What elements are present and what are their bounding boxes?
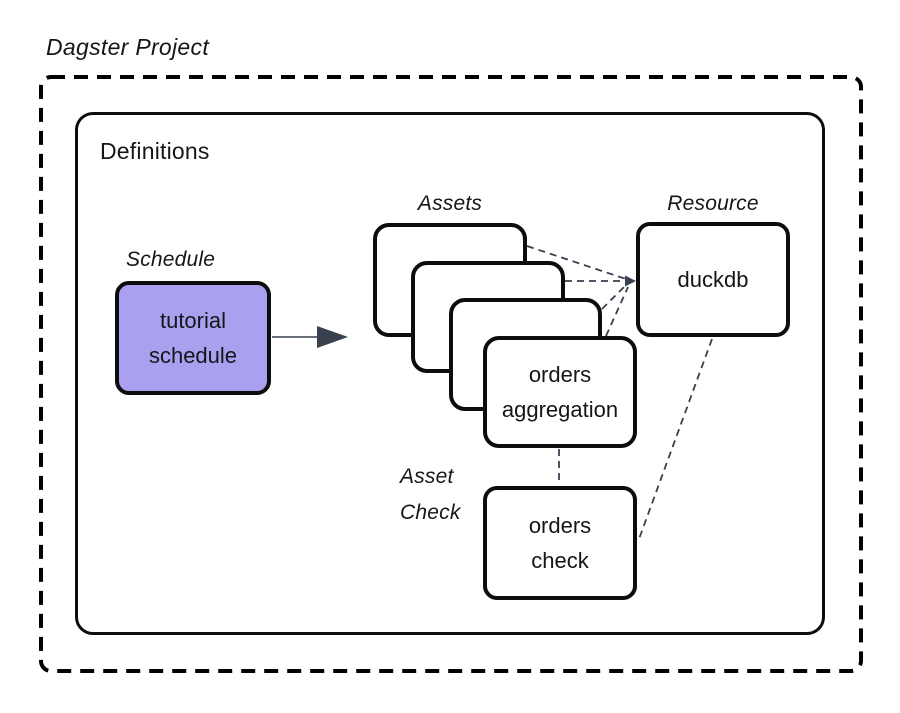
asset-check-node-label: orders check xyxy=(528,512,592,573)
asset-node-orders-aggregation: orders aggregation xyxy=(483,336,637,448)
schedule-node-label: tutorial schedule xyxy=(148,307,238,368)
definitions-label: Definitions xyxy=(100,138,210,164)
schedule-group-label: Schedule xyxy=(126,248,216,271)
diagram-title: Dagster Project xyxy=(46,34,210,60)
assets-group-label: Assets xyxy=(417,192,483,215)
asset-node-label: orders aggregation xyxy=(501,361,619,422)
resource-node-duckdb: duckdb xyxy=(636,222,790,337)
schedule-node-tutorial-schedule: tutorial schedule xyxy=(115,281,271,395)
asset-check-node-orders-check: orders check xyxy=(483,486,637,600)
resource-node-label: duckdb xyxy=(677,266,749,292)
resource-group-label: Resource xyxy=(667,192,759,215)
asset-check-group-label: Asset Check xyxy=(400,465,461,525)
